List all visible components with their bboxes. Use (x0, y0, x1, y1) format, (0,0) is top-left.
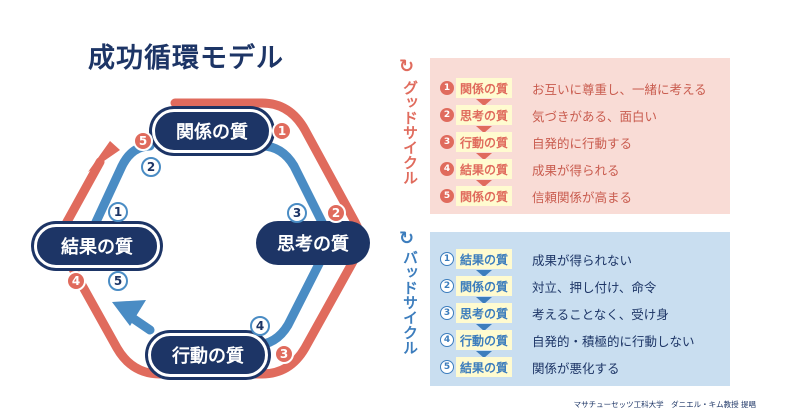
credit-note: マサチューセッツ工科大学 ダニエル・キム教授 提唱 (573, 400, 756, 409)
step-number: 2 (440, 279, 454, 293)
bad-step-row: 1 結果の質 成果が得られない (440, 248, 632, 270)
bad-step-5-marker: 5 (108, 271, 128, 291)
step-description: 自発的に行動する (532, 135, 633, 151)
step-number: 3 (440, 135, 454, 149)
bad-step-row: 4 行動の質 自発的・積極的に行動しない (440, 329, 695, 351)
bad-cycle-label: バッドサイクル (401, 250, 419, 355)
node-thinking-quality: 思考の質 (256, 221, 370, 265)
step-number: 1 (440, 81, 454, 95)
node-relation-quality: 関係の質 (152, 109, 272, 153)
bad-cycle-arrowhead (112, 300, 146, 326)
bad-step-row: 5 結果の質 関係が悪化する (440, 356, 620, 378)
down-arrow-icon (476, 126, 492, 133)
good-step-row: 3 行動の質 自発的に行動する (440, 131, 632, 153)
step-tag: 結果の質 (456, 357, 512, 377)
step-tag: 関係の質 (456, 186, 512, 206)
step-description: 対立、押し付け、命令 (532, 279, 657, 295)
step-description: 考えることなく、受け身 (532, 306, 669, 322)
step-description: お互いに尊重し、一緒に考える (532, 81, 707, 97)
down-arrow-icon (476, 99, 492, 106)
step-tag: 行動の質 (456, 330, 512, 350)
good-step-row: 4 結果の質 成果が得られる (440, 158, 620, 180)
bad-step-4-marker: 4 (250, 316, 270, 336)
step-description: 成果が得られない (532, 252, 633, 268)
down-arrow-icon (476, 324, 492, 331)
node-action-quality: 行動の質 (148, 333, 268, 377)
bad-step-row: 2 関係の質 対立、押し付け、命令 (440, 275, 656, 297)
good-step-2-marker: 2 (326, 203, 346, 223)
page-title: 成功循環モデル (88, 43, 284, 74)
down-arrow-icon (476, 297, 492, 304)
step-description: 気づきがある、面白い (532, 108, 658, 124)
good-step-1-marker: 1 (272, 121, 292, 141)
step-description: 成果が得られる (532, 162, 620, 178)
step-tag: 関係の質 (456, 276, 512, 296)
down-arrow-icon (476, 351, 492, 358)
bad-step-1-marker: 1 (108, 202, 128, 222)
step-tag: 結果の質 (456, 159, 512, 179)
good-step-row: 1 関係の質 お互いに尊重し、一緒に考える (440, 77, 707, 99)
step-tag: 結果の質 (456, 249, 512, 269)
bad-step-row: 3 思考の質 考えることなく、受け身 (440, 302, 669, 324)
down-arrow-icon (476, 153, 492, 160)
step-description: 自発的・積極的に行動しない (532, 333, 695, 349)
step-number: 5 (440, 360, 454, 374)
good-step-3-marker: 3 (274, 344, 294, 364)
node-result-quality: 結果の質 (34, 224, 160, 268)
good-cycle-label: グッドサイクル (401, 80, 419, 185)
step-tag: 思考の質 (456, 105, 512, 125)
good-step-5-marker: 5 (133, 131, 153, 151)
step-tag: 関係の質 (456, 78, 512, 98)
refresh-icon: ↻ (399, 228, 415, 249)
step-description: 信頼関係が高まる (532, 189, 633, 205)
step-number: 4 (440, 333, 454, 347)
step-tag: 行動の質 (456, 132, 512, 152)
down-arrow-icon (476, 270, 492, 277)
down-arrow-icon (476, 180, 492, 187)
refresh-icon: ↻ (399, 56, 415, 77)
bad-step-2-marker: 2 (141, 157, 161, 177)
step-number: 4 (440, 162, 454, 176)
good-cycle-arrowhead (88, 141, 120, 172)
step-tag: 思考の質 (456, 303, 512, 323)
step-number: 3 (440, 306, 454, 320)
bad-step-3-marker: 3 (287, 203, 307, 223)
step-number: 2 (440, 108, 454, 122)
good-step-row: 5 関係の質 信頼関係が高まる (440, 185, 632, 207)
step-description: 関係が悪化する (532, 360, 620, 376)
step-number: 5 (440, 189, 454, 203)
good-step-row: 2 思考の質 気づきがある、面白い (440, 104, 657, 126)
step-number: 1 (440, 252, 454, 266)
good-step-4-marker: 4 (66, 271, 86, 291)
